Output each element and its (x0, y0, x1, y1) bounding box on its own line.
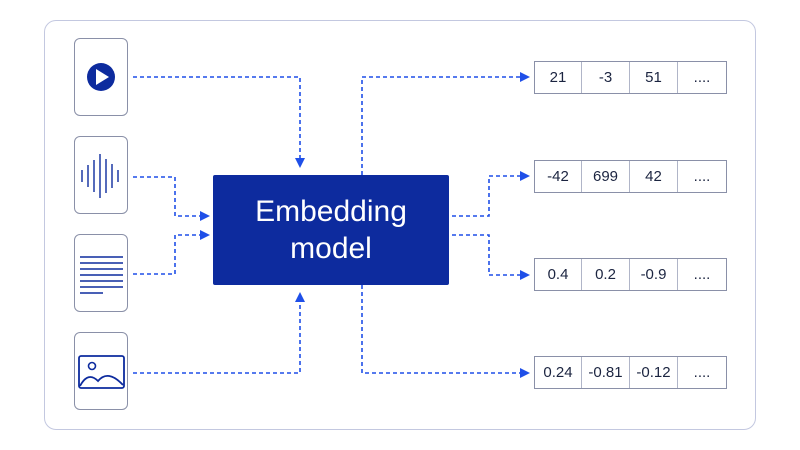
vector-cell: -42 (535, 161, 582, 192)
text-document-icon (80, 256, 123, 294)
model-label-line-1: Embedding (255, 195, 407, 228)
connector-audio-to-model (133, 176, 210, 221)
output-vector-3: 0.4 0.2 -0.9 .... (534, 258, 727, 291)
vector-cell: -3 (582, 62, 630, 93)
vector-cell: 21 (535, 62, 582, 93)
embedding-model-box: Embedding model (213, 175, 449, 285)
connector-image-to-model (133, 292, 305, 374)
vector-cell: .... (693, 69, 711, 86)
connector-text-to-model (133, 230, 210, 275)
text-input-card (74, 234, 128, 312)
vector-cell: -0.81 (582, 357, 630, 388)
vector-cell: 42 (630, 161, 678, 192)
vector-cell: .... (693, 364, 711, 381)
connector-model-to-vector-2 (452, 171, 530, 217)
connector-video-to-model (133, 76, 305, 168)
vector-cell: 51 (630, 62, 678, 93)
connector-model-to-vector-3 (452, 234, 530, 280)
video-input-card (74, 38, 128, 116)
output-vector-2: -42 699 42 .... (534, 160, 727, 193)
vector-cell: .... (693, 266, 711, 283)
audio-input-card (74, 136, 128, 214)
image-icon (78, 355, 125, 389)
vector-cell: 0.4 (535, 259, 582, 290)
vector-cell: 699 (582, 161, 630, 192)
output-vector-4: 0.24 -0.81 -0.12 .... (534, 356, 727, 389)
vector-cell: -0.9 (630, 259, 678, 290)
connector-model-to-vector-4 (361, 285, 530, 378)
connector-model-to-vector-1 (361, 72, 530, 175)
vector-cell: 0.24 (535, 357, 582, 388)
diagram-frame (44, 20, 756, 430)
model-label-line-2: model (290, 232, 372, 265)
audio-waveform-icon (81, 154, 119, 198)
play-icon (87, 63, 115, 91)
vector-cell: -0.12 (630, 357, 678, 388)
output-vector-1: 21 -3 51 .... (534, 61, 727, 94)
image-input-card (74, 332, 128, 410)
vector-cell: 0.2 (582, 259, 630, 290)
vector-cell: .... (693, 168, 711, 185)
